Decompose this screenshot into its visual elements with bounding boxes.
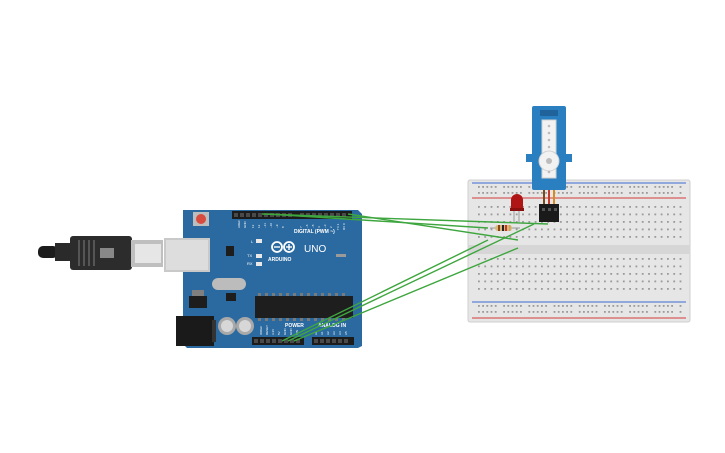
arduino-uno-board[interactable]: DIGITAL (PWM ~) AREF GND 13 12 ~11 ~10 ~… [164,210,362,348]
power-pin-label-gnd: GND [283,328,287,336]
analog-pin-label-a3: A3 [332,331,336,335]
arduino-logo-text: ARDUINO [268,257,291,263]
analog-pin-label-a2: A2 [326,331,330,335]
pin-label-11: ~11 [263,223,267,228]
servo-motor[interactable] [526,106,572,222]
servo-connector[interactable] [539,204,559,222]
model-text: UNO [304,244,326,255]
analog-label: ANALOG IN [318,323,346,329]
pin-label-9: ~9 [275,224,279,228]
analog-pin-label-a4: A4 [338,331,342,335]
pin-label-0: RX 0 [342,223,346,230]
crystal [212,278,246,290]
breadboard[interactable] [467,179,691,323]
pin-label-12: 12 [257,224,261,228]
power-pin-label-5v: 5V [277,331,281,335]
wire-power-to-breadboard-3[interactable] [293,247,519,342]
tx-led-label: TX [247,253,252,258]
wire-power-to-breadboard-2[interactable] [287,223,535,342]
analog-pin-label-a1: A1 [320,331,324,335]
pin-label-8: 8 [281,226,285,228]
dc-jack [176,316,214,346]
resistor[interactable] [490,225,520,231]
l-led [256,239,262,243]
pin-label-13: 13 [251,224,255,228]
red-led[interactable] [510,194,524,222]
regulator [189,296,207,308]
pin-label-5: ~5 [311,224,315,228]
pin-label-2: 2 [329,226,333,228]
gnd-label: GND [243,221,247,229]
digital-label: DIGITAL (PWM ~) [294,229,335,235]
power-pin-label-gnd2: GND [289,328,293,336]
pin-label-1: TX 1 [336,223,340,230]
power-pin-label-3v3: 3.3V [271,329,275,335]
l-led-label: L [251,239,254,244]
power-pin-label-reset: RESET [265,325,269,335]
arduino-logo-icon [271,241,295,253]
pin-label-6: ~6 [305,224,309,228]
wire-digital-to-breadboard-1[interactable] [261,213,549,225]
wire-digital-to-breadboard-3[interactable] [347,213,519,241]
wire-digital-to-breadboard-2[interactable] [267,213,489,229]
analog-pin-label-a5: A5 [344,331,348,335]
pin-label-4: 4 [317,226,321,228]
rx-led-label: RX [247,261,253,266]
power-label: POWER [285,323,304,329]
pin-label-7: 7 [299,226,303,228]
power-pin-label-ioref: IOREF [259,326,263,335]
aref-label: AREF [237,220,241,228]
analog-pin-label-a0: A0 [314,331,318,335]
atmega-chip [255,296,353,318]
usb-cable[interactable] [38,236,163,270]
wire-power-to-breadboard-1[interactable] [281,239,489,342]
breadboard-holes [478,186,682,313]
power-pin-label-vin: VIN [295,330,299,335]
pin-label-10: ~10 [269,223,273,228]
pin-label-3: ~3 [323,224,327,228]
wires[interactable] [261,213,549,342]
